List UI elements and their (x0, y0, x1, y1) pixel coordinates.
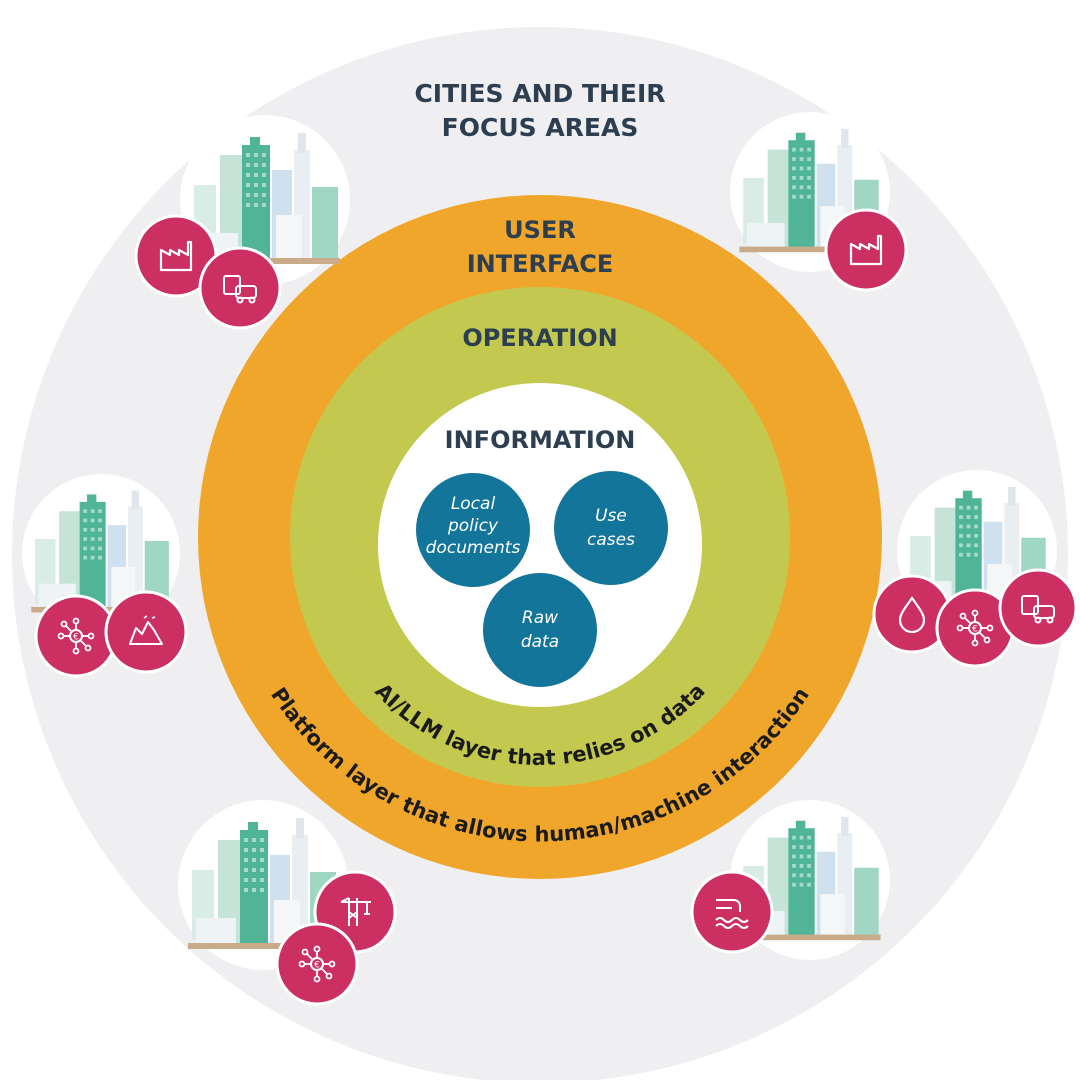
euro-network-icon (34, 594, 118, 678)
info-raw-line2: data (521, 632, 559, 652)
information-label: INFORMATION (445, 426, 636, 454)
city-top-left (134, 115, 350, 330)
info-use-line2: cases (587, 530, 635, 550)
operation-label: OPERATION (462, 324, 617, 352)
info-circle-use-cases: Use cases (554, 471, 668, 585)
wastewater-pipe-icon (690, 870, 774, 954)
city-bottom-left (178, 800, 397, 1006)
info-circle-local-policy: Local policy documents (416, 473, 530, 587)
factory-icon (824, 208, 908, 292)
city-mid-right (872, 470, 1078, 668)
info-local-line3: documents (426, 538, 521, 558)
info-raw-line1: Raw (522, 608, 558, 628)
info-use-line1: Use (595, 506, 627, 526)
euro-network-icon (275, 922, 359, 1006)
info-local-line2: policy (447, 516, 499, 536)
user-interface-label-line1: USER (504, 216, 576, 244)
user-interface-label-line2: INTERFACE (467, 250, 613, 278)
city-top-right (730, 112, 908, 292)
waste-icon (104, 590, 188, 674)
outer-title-line1: CITIES AND THEIR (414, 79, 665, 108)
vehicles-icon (998, 568, 1078, 648)
information-core (378, 383, 702, 707)
outer-title-line2: FOCUS AREAS (442, 113, 639, 142)
vehicles-icon (198, 246, 282, 330)
city-bottom-right (690, 800, 890, 960)
info-local-line1: Local (451, 494, 496, 514)
info-circle-raw-data: Raw data (483, 573, 597, 687)
city-mid-left (22, 474, 188, 678)
